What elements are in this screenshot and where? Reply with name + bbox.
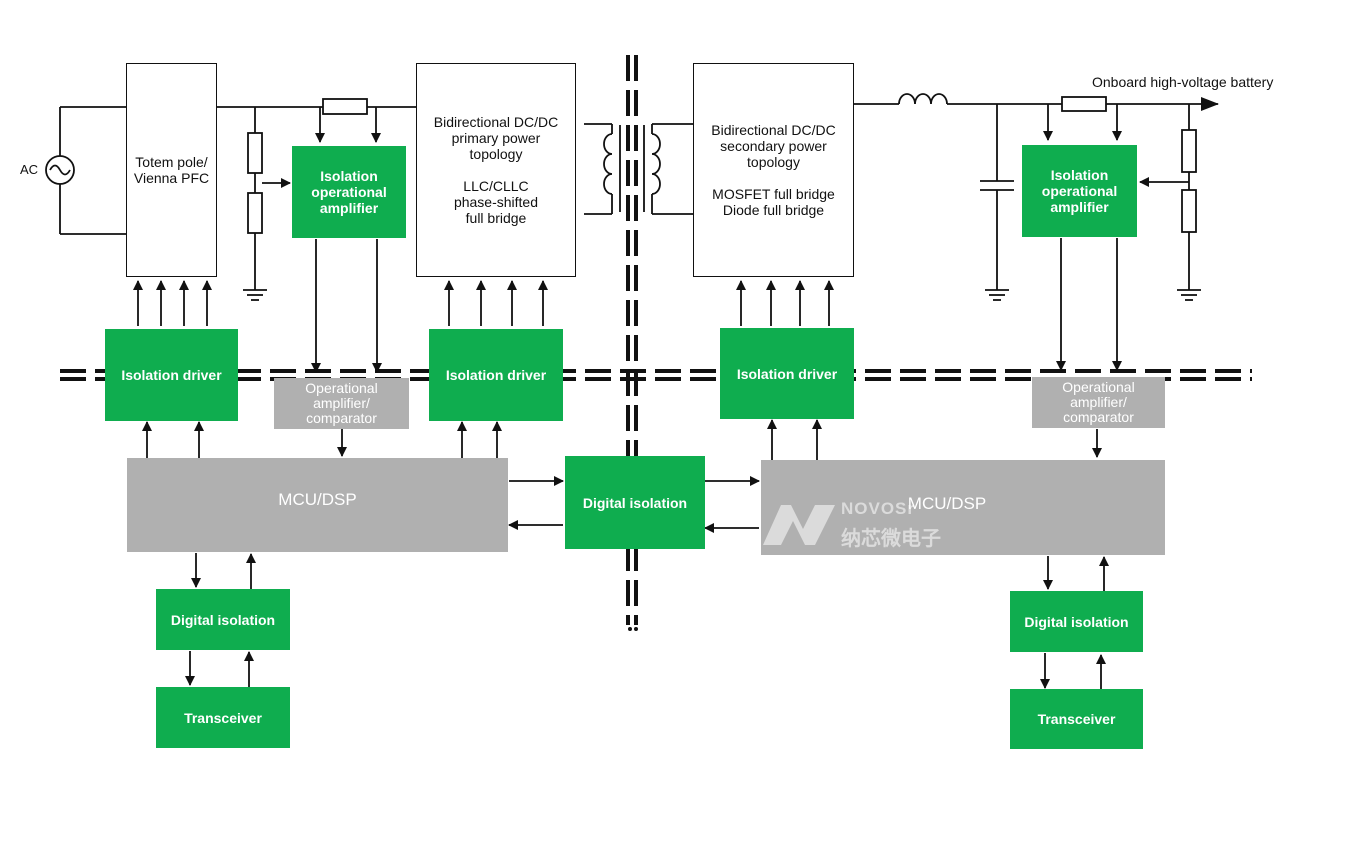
divider-resistor-right-bottom bbox=[1181, 189, 1197, 233]
comparator-left-label: Operational amplifier/ comparator bbox=[305, 380, 378, 426]
ac-label: AC bbox=[20, 162, 39, 177]
inductor-icon bbox=[898, 93, 948, 105]
watermark-chinese: 纳芯微电子 bbox=[841, 528, 941, 550]
watermark-latin: NOVOSr bbox=[841, 499, 916, 518]
mcu-dsp-right-label: MCU/DSP bbox=[907, 493, 987, 513]
digital-isolation-left: Digital isolation bbox=[156, 589, 290, 650]
transceiver-right: Transceiver bbox=[1010, 689, 1143, 749]
transceiver-left-label: Transceiver bbox=[184, 709, 262, 726]
isolation-driver-primary-label: Isolation driver bbox=[445, 367, 547, 383]
pfc-block: Totem pole/ Vienna PFC bbox=[126, 63, 217, 277]
secondary-topology-block: Bidirectional DC/DC secondary power topo… bbox=[693, 63, 854, 277]
isolation-driver-pfc: Isolation driver bbox=[105, 329, 238, 421]
ground-icon bbox=[985, 289, 1009, 301]
primary-topology-block: Bidirectional DC/DC primary power topolo… bbox=[416, 63, 576, 277]
mcu-dsp-left-label: MCU/DSP bbox=[278, 490, 357, 509]
comparator-right-label: Operational amplifier/ comparator bbox=[1062, 379, 1135, 425]
mcu-dsp-left: MCU/DSP bbox=[127, 458, 508, 552]
isolation-amplifier-right: Isolation operational amplifier bbox=[1022, 145, 1137, 237]
isolation-amplifier-left: Isolation operational amplifier bbox=[292, 146, 406, 238]
isolation-amplifier-right-label: Isolation operational amplifier bbox=[1041, 167, 1118, 215]
digital-isolation-left-label: Digital isolation bbox=[170, 611, 276, 628]
divider-resistor-left-bottom bbox=[247, 192, 263, 234]
digital-isolation-right-label: Digital isolation bbox=[1024, 613, 1129, 630]
novosense-logo-icon bbox=[763, 505, 835, 545]
divider-resistor-right-top bbox=[1181, 129, 1197, 173]
isolation-driver-primary: Isolation driver bbox=[429, 329, 563, 421]
divider-resistor-left-top bbox=[247, 132, 263, 174]
digital-isolation-center: Digital isolation bbox=[565, 456, 705, 549]
capacitor-icon bbox=[980, 180, 1014, 191]
comparator-right: Operational amplifier/ comparator bbox=[1032, 377, 1165, 428]
isolation-driver-pfc-label: Isolation driver bbox=[121, 367, 222, 383]
isolation-amplifier-left-label: Isolation operational amplifier bbox=[311, 168, 387, 216]
isolation-driver-secondary-label: Isolation driver bbox=[736, 365, 838, 382]
ground-icon bbox=[243, 289, 267, 301]
mcu-dsp-right: NOVOSr 纳芯微电子 MCU/DSP bbox=[761, 460, 1165, 555]
comparator-left: Operational amplifier/ comparator bbox=[274, 378, 409, 429]
battery-label: Onboard high-voltage battery bbox=[1092, 74, 1274, 90]
transceiver-right-label: Transceiver bbox=[1037, 711, 1116, 727]
digital-isolation-right: Digital isolation bbox=[1010, 591, 1143, 652]
secondary-topology-label: Bidirectional DC/DC secondary power topo… bbox=[711, 122, 836, 218]
shunt-resistor-left bbox=[322, 98, 368, 115]
primary-topology-label: Bidirectional DC/DC primary power topolo… bbox=[433, 114, 559, 226]
ground-icon bbox=[1177, 289, 1201, 301]
pfc-label: Totem pole/ Vienna PFC bbox=[133, 154, 210, 186]
isolation-driver-secondary: Isolation driver bbox=[720, 328, 854, 419]
ac-source-icon bbox=[45, 106, 127, 235]
transceiver-left: Transceiver bbox=[156, 687, 290, 748]
digital-isolation-center-label: Digital isolation bbox=[582, 494, 688, 511]
transformer-icon bbox=[584, 123, 694, 215]
shunt-resistor-right bbox=[1061, 96, 1107, 112]
